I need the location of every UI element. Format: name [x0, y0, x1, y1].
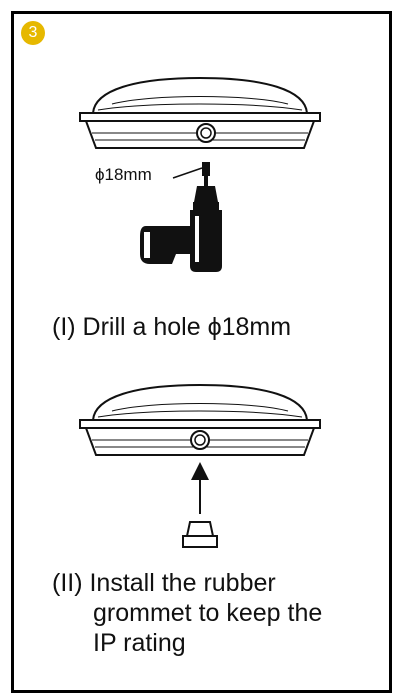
step-two-caption: (II) Install the rubber grommet to keep …	[52, 568, 322, 658]
drill-icon	[140, 162, 222, 272]
step-two-caption-line-1: (II) Install the rubber	[52, 569, 276, 597]
dimension-leader-line	[172, 167, 203, 179]
step-one-caption: (I) Drill a hole ϕ18mm	[52, 313, 292, 341]
step-two-caption-line-2: grommet to keep the	[93, 599, 323, 627]
drill-diameter-label: ϕ18mm	[95, 165, 152, 184]
rubber-grommet-icon	[182, 521, 218, 548]
step-two-caption-line-3: IP rating	[93, 629, 186, 657]
light-fixture-top	[79, 76, 321, 149]
insert-arrow	[191, 462, 209, 514]
light-fixture-bottom	[79, 383, 321, 456]
step-number-badge: 3	[21, 21, 45, 45]
